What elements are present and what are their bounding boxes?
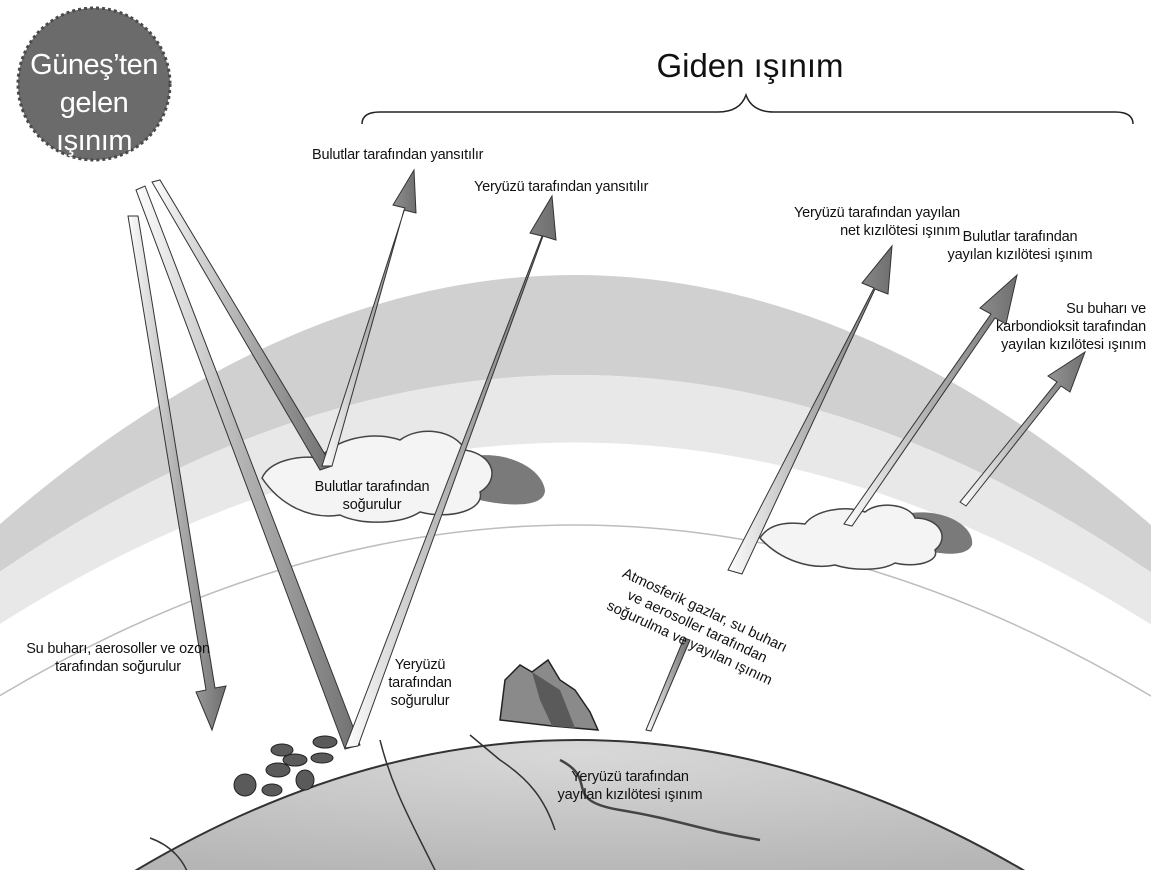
earth [120,740,1040,870]
cloud-right [760,505,972,569]
outgoing-bracket [362,95,1133,124]
label-absorbed-by-vapor: Su buharı, aerosoller ve ozon tarafından… [8,640,228,676]
label-ir-clouds: Bulutlar tarafından yayılan kızılötesi ı… [940,228,1100,264]
label-reflected-by-clouds: Bulutlar tarafından yansıtılır [312,146,512,164]
label-net-ir-surface: Yeryüzü tarafından yayılan net kızılötes… [740,204,960,240]
arrow-atmos-emission [646,638,690,731]
label-absorbed-by-clouds: Bulutlar tarafından soğurulur [292,478,452,514]
sun-label: Güneş’ten gelen ışınım [24,46,164,160]
outgoing-radiation-title: Giden ışınım [620,46,880,86]
label-absorbed-by-surface: Yeryüzü tarafından soğurulur [375,656,465,710]
label-reflected-by-surface: Yeryüzü tarafından yansıtılır [474,178,674,196]
label-ir-surface: Yeryüzü tarafından yayılan kızılötesi ış… [550,768,710,804]
label-ir-vapor-co2: Su buharı ve karbondioksit tarafından ya… [958,300,1146,354]
